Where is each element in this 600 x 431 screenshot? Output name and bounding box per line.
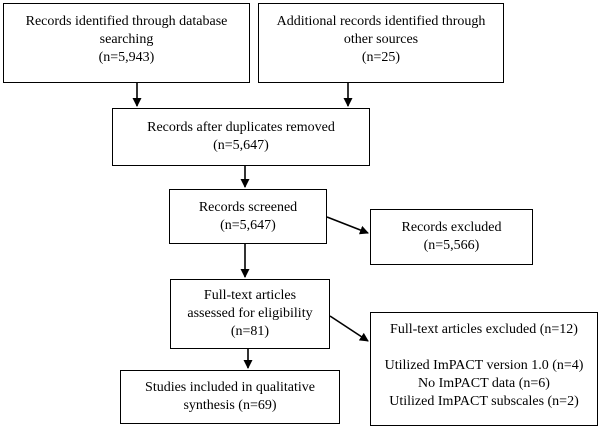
box-fulltext-articles-excluded: Full-text articles excluded (n=12) Utili… [370, 312, 598, 426]
connector-fulltext-to-fulltext-excluded [329, 315, 369, 342]
connector-screened-to-excluded [326, 216, 369, 235]
box-fulltext-articles-excluded-text: Full-text articles excluded (n=12) Utili… [384, 322, 584, 409]
box-records-screened: Records screened (n=5,647) [169, 189, 327, 244]
box-records-after-duplicates-removed: Records after duplicates removed (n=5,64… [112, 108, 370, 166]
box-additional-records-other-sources: Additional records identified through ot… [258, 3, 504, 83]
box-records-excluded: Records excluded (n=5,566) [370, 209, 533, 265]
box-fulltext-assessed-eligibility: Full-text articles assessed for eligibil… [170, 279, 330, 349]
box-records-after-duplicates-removed-text: Records after duplicates removed (n=5,64… [147, 120, 335, 153]
box-additional-records-other-sources-text: Additional records identified through ot… [276, 14, 486, 65]
box-records-identified-database-text: Records identified through database sear… [25, 14, 228, 65]
box-studies-included-qualitative-synthesis-text: Studies included in qualitative synthesi… [145, 380, 315, 413]
box-studies-included-qualitative-synthesis: Studies included in qualitative synthesi… [120, 370, 340, 424]
box-records-excluded-text: Records excluded (n=5,566) [401, 220, 502, 253]
box-records-identified-database: Records identified through database sear… [3, 3, 250, 83]
box-fulltext-assessed-eligibility-text: Full-text articles assessed for eligibil… [187, 288, 313, 339]
box-records-screened-text: Records screened (n=5,647) [198, 199, 298, 233]
